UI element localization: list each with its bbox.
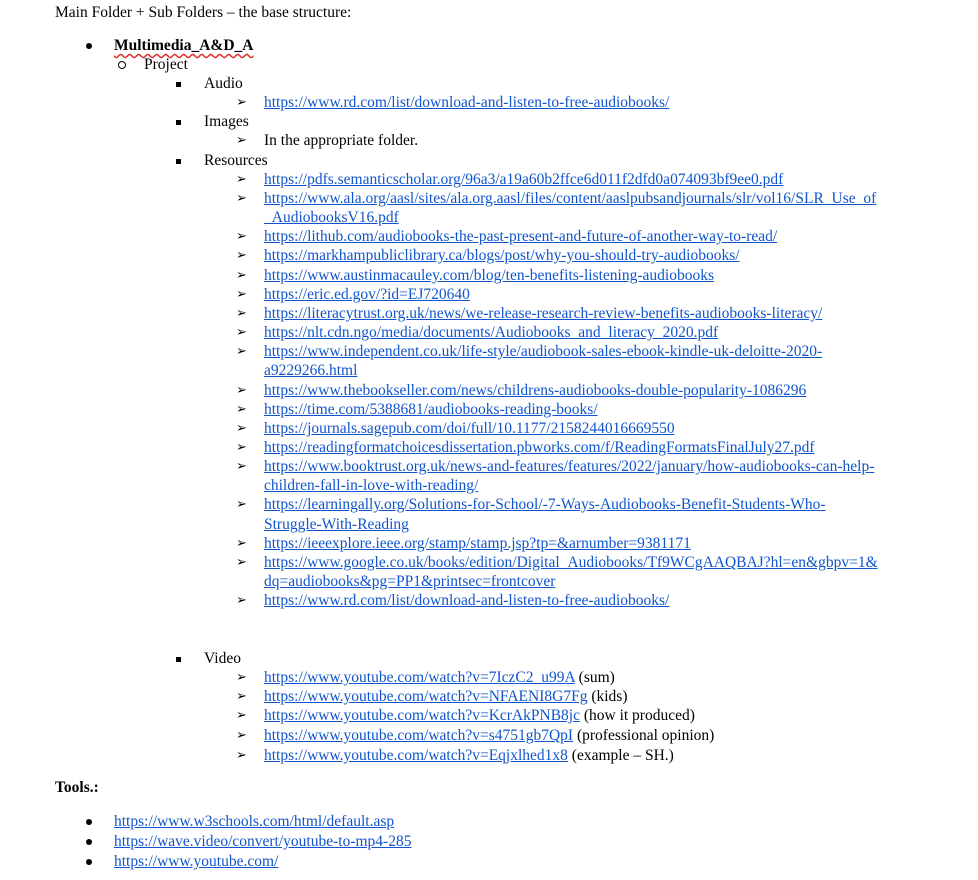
square-bullet-icon: [176, 74, 181, 93]
audio-label: Audio: [204, 75, 243, 92]
arrow-bullet-icon: ➢: [236, 344, 247, 359]
images-label: Images: [204, 113, 249, 130]
arrow-bullet-icon: ➢: [236, 402, 247, 417]
resource-link[interactable]: https://markhampubliclibrary.ca/blogs/po…: [264, 247, 740, 264]
video-note: (professional opinion): [576, 727, 715, 744]
video-note: (how it produced): [583, 707, 695, 724]
project-label: Project: [144, 56, 188, 73]
arrow-bullet-icon: ➢: [236, 593, 247, 608]
resource-link[interactable]: https://learningally.org/Solutions-for-S…: [264, 496, 826, 513]
resource-link-continued[interactable]: _AudiobooksV16.pdf: [264, 209, 399, 226]
tool-link[interactable]: https://wave.video/convert/youtube-to-mp…: [114, 833, 412, 850]
arrow-bullet-icon: ➢: [236, 191, 247, 206]
arrow-bullet-icon: ➢: [236, 95, 247, 110]
dot-bullet-icon: [86, 832, 92, 851]
arrow-bullet-icon: ➢: [236, 133, 247, 148]
resource-link[interactable]: https://www.independent.co.uk/life-style…: [264, 343, 823, 360]
arrow-bullet-icon: ➢: [236, 229, 247, 244]
tool-link[interactable]: https://www.youtube.com/: [114, 853, 279, 870]
square-bullet-icon: [176, 112, 181, 131]
arrow-bullet-icon: ➢: [236, 555, 247, 570]
arrow-bullet-icon: ➢: [236, 748, 247, 763]
ring-bullet-icon: [118, 55, 126, 74]
tools-heading: Tools.:: [55, 779, 99, 796]
arrow-bullet-icon: ➢: [236, 383, 247, 398]
audio-link[interactable]: https://www.rd.com/list/download-and-lis…: [264, 94, 670, 111]
resource-link[interactable]: https://journals.sagepub.com/doi/full/10…: [264, 420, 675, 437]
arrow-bullet-icon: ➢: [236, 497, 247, 512]
video-link[interactable]: https://www.youtube.com/watch?v=Eqjxlhed…: [264, 747, 568, 764]
resource-link[interactable]: https://pdfs.semanticscholar.org/96a3/a1…: [264, 171, 784, 188]
arrow-bullet-icon: ➢: [236, 536, 247, 551]
arrow-bullet-icon: ➢: [236, 689, 247, 704]
video-link-item: https://www.youtube.com/watch?v=s4751gb7…: [264, 726, 714, 745]
resource-link[interactable]: https://readingformatchoicesdissertation…: [264, 439, 815, 456]
arrow-bullet-icon: ➢: [236, 268, 247, 283]
video-link-item: https://www.youtube.com/watch?v=NFAENI8G…: [264, 687, 628, 706]
video-link-item: https://www.youtube.com/watch?v=Eqjxlhed…: [264, 746, 674, 765]
resource-link-continued[interactable]: dq=audiobooks&pg=PP1&printsec=frontcover: [264, 573, 556, 590]
video-note: (kids): [591, 688, 628, 705]
dot-bullet-icon: [86, 852, 92, 871]
video-link[interactable]: https://www.youtube.com/watch?v=s4751gb7…: [264, 727, 574, 744]
resource-link[interactable]: https://lithub.com/audiobooks-the-past-p…: [264, 228, 778, 245]
arrow-bullet-icon: ➢: [236, 306, 247, 321]
video-note: (sum): [578, 669, 615, 686]
arrow-bullet-icon: ➢: [236, 248, 247, 263]
resource-link[interactable]: https://nlt.cdn.ngo/media/documents/Audi…: [264, 324, 719, 341]
resource-link-continued[interactable]: children-fall-in-love-with-reading/: [264, 477, 479, 494]
resources-label: Resources: [204, 152, 268, 169]
resource-link[interactable]: https://www.ala.org/aasl/sites/ala.org.a…: [264, 190, 877, 207]
resource-link[interactable]: https://literacytrust.org.uk/news/we-rel…: [264, 305, 823, 322]
arrow-bullet-icon: ➢: [236, 440, 247, 455]
square-bullet-icon: [176, 649, 181, 668]
video-note: (example – SH.): [571, 747, 674, 764]
main-folder-label: Multimedia_A&D_A: [114, 37, 254, 54]
square-bullet-icon: [176, 151, 181, 170]
video-link[interactable]: https://www.youtube.com/watch?v=NFAENI8G…: [264, 688, 588, 705]
video-link[interactable]: https://www.youtube.com/watch?v=7IczC2_u…: [264, 669, 575, 686]
arrow-bullet-icon: ➢: [236, 325, 247, 340]
arrow-bullet-icon: ➢: [236, 287, 247, 302]
dot-bullet-icon: [86, 812, 92, 831]
resource-link[interactable]: https://time.com/5388681/audiobooks-read…: [264, 401, 598, 418]
arrow-bullet-icon: ➢: [236, 670, 247, 685]
video-link[interactable]: https://www.youtube.com/watch?v=KcrAkPNB…: [264, 707, 580, 724]
video-label: Video: [204, 650, 241, 667]
document-heading: Main Folder + Sub Folders – the base str…: [55, 4, 352, 21]
resource-link[interactable]: https://eric.ed.gov/?id=EJ720640: [264, 286, 470, 303]
images-note: In the appropriate folder.: [264, 132, 419, 149]
resource-link[interactable]: https://ieeexplore.ieee.org/stamp/stamp.…: [264, 535, 691, 552]
dot-bullet-icon: [86, 36, 92, 55]
resource-link[interactable]: https://www.google.co.uk/books/edition/D…: [264, 554, 878, 571]
resource-link[interactable]: https://www.booktrust.org.uk/news-and-fe…: [264, 458, 875, 475]
tool-link[interactable]: https://www.w3schools.com/html/default.a…: [114, 813, 395, 830]
resource-link[interactable]: https://www.rd.com/list/download-and-lis…: [264, 592, 670, 609]
arrow-bullet-icon: ➢: [236, 172, 247, 187]
video-link-item: https://www.youtube.com/watch?v=7IczC2_u…: [264, 668, 615, 687]
resource-link-continued[interactable]: Struggle-With-Reading: [264, 516, 409, 533]
resource-link-continued[interactable]: a9229266.html: [264, 362, 358, 379]
arrow-bullet-icon: ➢: [236, 728, 247, 743]
arrow-bullet-icon: ➢: [236, 708, 247, 723]
arrow-bullet-icon: ➢: [236, 421, 247, 436]
resource-link[interactable]: https://www.thebookseller.com/news/child…: [264, 382, 807, 399]
arrow-bullet-icon: ➢: [236, 459, 247, 474]
video-link-item: https://www.youtube.com/watch?v=KcrAkPNB…: [264, 706, 695, 725]
resource-link[interactable]: https://www.austinmacauley.com/blog/ten-…: [264, 267, 714, 284]
